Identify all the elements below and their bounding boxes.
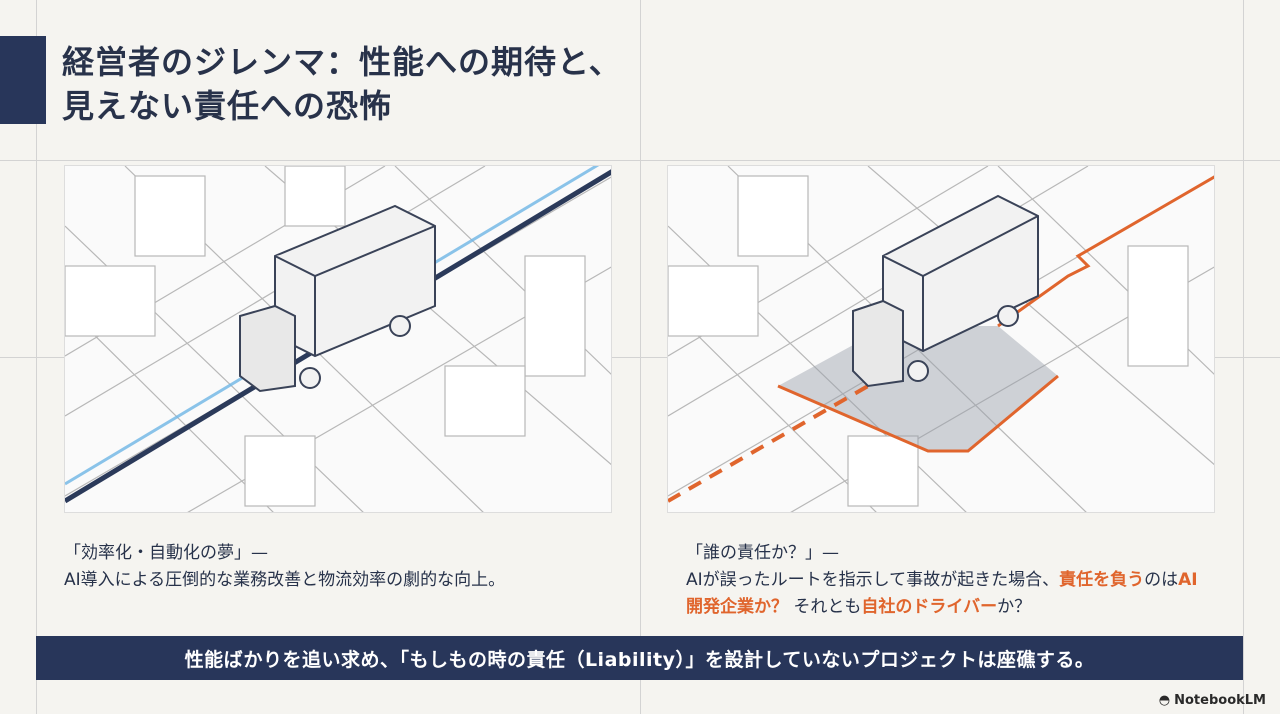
title-accent-bar <box>0 36 46 124</box>
truck-icon <box>852 194 1039 388</box>
brand-name: NotebookLM <box>1174 693 1266 708</box>
page-title: 経営者のジレンマ：性能への期待と、 見えない責任への恐怖 <box>62 40 622 128</box>
truck-icon <box>239 204 436 393</box>
guide-line <box>0 357 1280 358</box>
title-line-2: 見えない責任への恐怖 <box>62 87 393 125</box>
highlight: AI開発企業か？ <box>686 570 1198 617</box>
caption-body: AIが誤ったルートを指示して事故が起きた場合、責任を負うのはAI開発企業か？ そ… <box>686 567 1206 621</box>
liability-caption: 「誰の責任か？」— AIが誤ったルートを指示して事故が起きた場合、責任を負うのは… <box>686 540 1206 621</box>
caption-body: AI導入による圧倒的な業務改善と物流効率の劇的な向上。 <box>64 570 506 590</box>
highlight: 責任を負う <box>1059 570 1145 590</box>
text: AIが誤ったルートを指示して事故が起きた場合、 <box>686 570 1060 590</box>
conclusion-banner: 性能ばかりを追い求め、「もしもの時の責任（Liability）」を設計していない… <box>36 636 1243 680</box>
title-line-1: 経営者のジレンマ：性能への期待と、 <box>62 43 622 81</box>
efficiency-illustration <box>64 165 612 513</box>
brand-logo: ◓NotebookLM <box>1159 693 1266 708</box>
accident-illustration <box>667 165 1215 513</box>
caption-heading: 「効率化・自動化の夢」— <box>64 543 268 563</box>
guide-line <box>0 160 1280 161</box>
text: それとも <box>793 597 862 617</box>
notebooklm-icon: ◓ <box>1158 693 1171 708</box>
text: か？ <box>997 597 1032 617</box>
caption-heading: 「誰の責任か？」— <box>686 543 839 563</box>
efficiency-caption: 「効率化・自動化の夢」— AI導入による圧倒的な業務改善と物流効率の劇的な向上。 <box>64 540 505 594</box>
text: のは <box>1144 570 1179 590</box>
highlight: 自社のドライバー <box>861 597 998 617</box>
